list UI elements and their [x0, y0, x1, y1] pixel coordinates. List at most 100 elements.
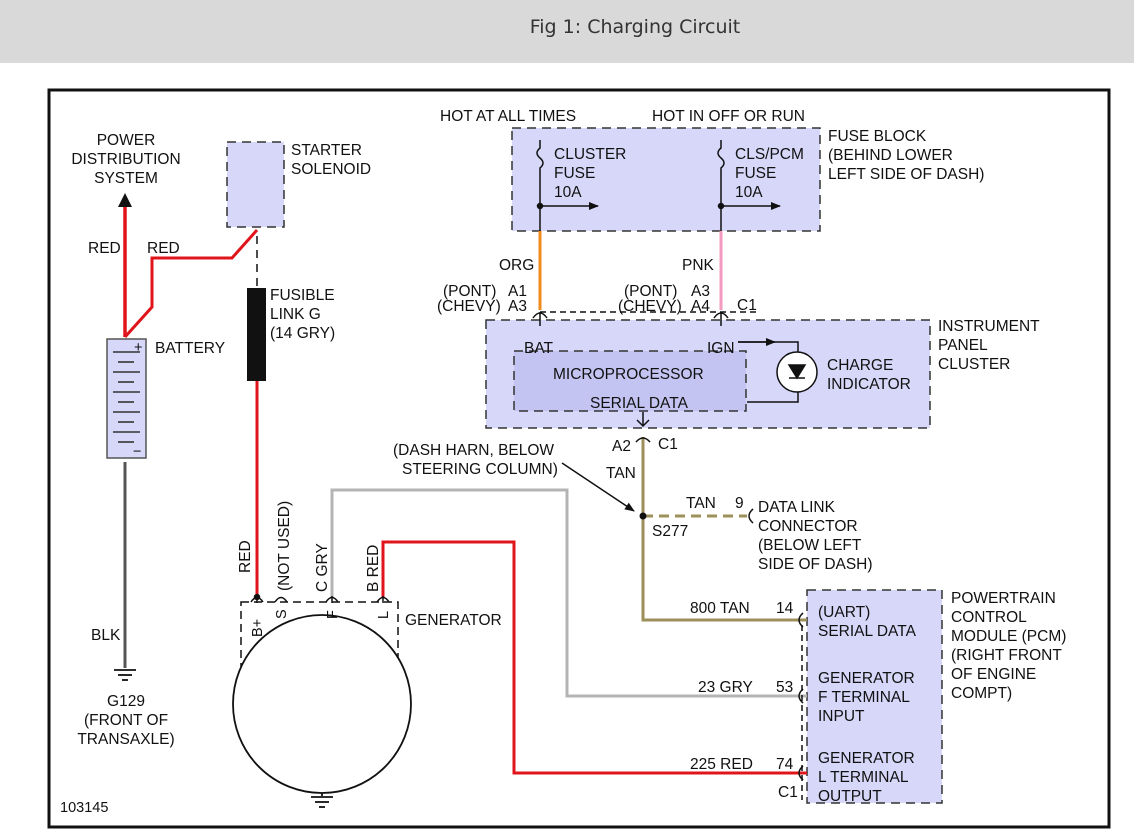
- org-label: ORG: [499, 257, 534, 274]
- battery-label: BATTERY: [155, 340, 225, 357]
- hot-off-run-label: HOT IN OFF OR RUN: [652, 108, 805, 125]
- starter-solenoid-label: STARTER SOLENOID: [291, 142, 371, 178]
- svg-text:GENERATOR: GENERATOR: [818, 750, 915, 767]
- pcm-box: [806, 589, 943, 804]
- microprocessor-label: MICROPROCESSOR: [553, 366, 704, 383]
- diagram-frame: [47, 88, 1111, 829]
- pnk-label: PNK: [682, 257, 715, 274]
- charge-indicator-lamp: [738, 338, 818, 403]
- not-used-label: (NOT USED): [276, 501, 293, 591]
- svg-text:POWERTRAIN: POWERTRAIN: [951, 590, 1056, 607]
- tan-dlc-label: TAN: [686, 495, 716, 512]
- battery-plus: +: [134, 340, 142, 356]
- svg-text:(CHEVY): (CHEVY): [618, 298, 682, 315]
- svg-text:A3: A3: [691, 283, 710, 300]
- pont-chevy-right: (PONT) (CHEVY) A3 A4: [618, 283, 710, 315]
- red-left-label: RED: [88, 240, 121, 257]
- svg-text:G129: G129: [107, 693, 145, 710]
- cluster-fuse-label: CLUSTER FUSE 10A: [554, 146, 626, 201]
- circuit-800-label: 800 TAN: [690, 600, 750, 617]
- c1-top-label: C1: [737, 297, 757, 314]
- svg-text:FUSE: FUSE: [735, 165, 776, 182]
- c1-mid-label: C1: [658, 436, 678, 453]
- svg-text:STEERING COLUMN): STEERING COLUMN): [402, 461, 558, 478]
- svg-text:CHARGE: CHARGE: [827, 357, 893, 374]
- svg-text:(UART): (UART): [818, 604, 870, 621]
- svg-text:MODULE (PCM): MODULE (PCM): [951, 628, 1066, 645]
- svg-text:A4: A4: [691, 298, 710, 315]
- circuit-23-label: 23 GRY: [698, 679, 753, 696]
- svg-text:DATA LINK: DATA LINK: [758, 499, 836, 516]
- svg-text:SIDE OF DASH): SIDE OF DASH): [758, 556, 873, 573]
- microprocessor-box: [513, 350, 747, 412]
- terminal-b-plus: B+: [250, 619, 266, 637]
- svg-text:CLUSTER: CLUSTER: [554, 146, 626, 163]
- svg-text:DISTRIBUTION: DISTRIBUTION: [71, 151, 180, 168]
- data-link-connector-label: DATA LINK CONNECTOR (BELOW LEFT SIDE OF …: [758, 499, 873, 573]
- hot-all-times-label: HOT AT ALL TIMES: [440, 108, 576, 125]
- svg-text:CLUSTER: CLUSTER: [938, 356, 1010, 373]
- s277-leader-arrow: [561, 462, 635, 512]
- svg-text:(DASH HARN, BELOW: (DASH HARN, BELOW: [393, 442, 554, 459]
- svg-text:(BELOW LEFT: (BELOW LEFT: [758, 537, 862, 554]
- svg-text:POWER: POWER: [97, 132, 156, 149]
- red-mid-label: RED: [147, 240, 180, 257]
- svg-text:(PONT): (PONT): [624, 283, 677, 300]
- ground-g129-symbol: [114, 669, 136, 681]
- generator-symbol: [232, 601, 412, 794]
- fusible-link-label: FUSIBLE LINK G (14 GRY): [270, 287, 335, 342]
- figure-id-number: 103145: [60, 800, 108, 816]
- svg-text:(PONT): (PONT): [443, 283, 496, 300]
- svg-text:INPUT: INPUT: [818, 708, 865, 725]
- connector-pin-9: [748, 508, 754, 524]
- svg-text:SERIAL DATA: SERIAL DATA: [818, 623, 917, 640]
- svg-text:(BEHIND LOWER: (BEHIND LOWER: [828, 147, 953, 164]
- svg-text:TRANSAXLE): TRANSAXLE): [77, 731, 174, 748]
- terminal-l: L: [376, 611, 392, 619]
- battery-minus: −: [133, 444, 141, 460]
- svg-text:CONNECTOR: CONNECTOR: [758, 518, 858, 535]
- a2-label: A2: [612, 438, 631, 455]
- svg-text:STARTER: STARTER: [291, 142, 362, 159]
- svg-text:SOLENOID: SOLENOID: [291, 161, 371, 178]
- svg-text:A3: A3: [508, 298, 527, 315]
- s277-label: S277: [652, 523, 688, 540]
- power-distribution-arrow: [118, 193, 132, 207]
- cls-pcm-fuse: [717, 140, 781, 231]
- c1-bottom-label: C1: [778, 784, 798, 801]
- cls-pcm-fuse-label: CLS/PCM FUSE 10A: [735, 146, 804, 201]
- svg-text:CLS/PCM: CLS/PCM: [735, 146, 804, 163]
- fusible-link-g: [247, 288, 266, 381]
- uart-serial-data-label: (UART) SERIAL DATA: [818, 604, 917, 640]
- svg-text:(14 GRY): (14 GRY): [270, 325, 335, 342]
- pin-53-label: 53: [776, 679, 793, 696]
- svg-text:10A: 10A: [554, 184, 582, 201]
- figure-title: Fig 1: Charging Circuit: [529, 16, 741, 38]
- svg-text:(FRONT OF: (FRONT OF: [84, 712, 168, 729]
- svg-text:(CHEVY): (CHEVY): [437, 298, 501, 315]
- svg-text:CONTROL: CONTROL: [951, 609, 1027, 626]
- serial-data-label: SERIAL DATA: [590, 395, 689, 412]
- pont-chevy-left: (PONT) (CHEVY) A1 A3: [437, 283, 527, 315]
- svg-text:PANEL: PANEL: [938, 337, 988, 354]
- svg-text:10A: 10A: [735, 184, 763, 201]
- connector-a2: [635, 437, 651, 443]
- terminal-f: F: [325, 610, 341, 619]
- pin-74-label: 74: [776, 756, 794, 773]
- svg-text:FUSE BLOCK: FUSE BLOCK: [828, 128, 927, 145]
- power-distribution-label: POWER DISTRIBUTION SYSTEM: [71, 132, 180, 187]
- wire-red-starter: [123, 229, 259, 339]
- svg-text:OF ENGINE: OF ENGINE: [951, 666, 1036, 683]
- splice-s277: [639, 512, 647, 520]
- svg-text:INSTRUMENT: INSTRUMENT: [938, 318, 1040, 335]
- c-gry-label: C GRY: [314, 543, 331, 592]
- battery-symbol: [106, 338, 147, 459]
- generator-l-terminal-label: GENERATOR L TERMINAL OUTPUT: [818, 750, 915, 805]
- svg-text:LEFT SIDE OF DASH): LEFT SIDE OF DASH): [828, 166, 984, 183]
- dash-harness-label: (DASH HARN, BELOW STEERING COLUMN): [393, 442, 558, 478]
- svg-text:OUTPUT: OUTPUT: [818, 788, 882, 805]
- svg-text:FUSIBLE: FUSIBLE: [270, 287, 335, 304]
- fuse-block-label: FUSE BLOCK (BEHIND LOWER LEFT SIDE OF DA…: [828, 128, 984, 183]
- serial-data-arrow: [636, 412, 650, 428]
